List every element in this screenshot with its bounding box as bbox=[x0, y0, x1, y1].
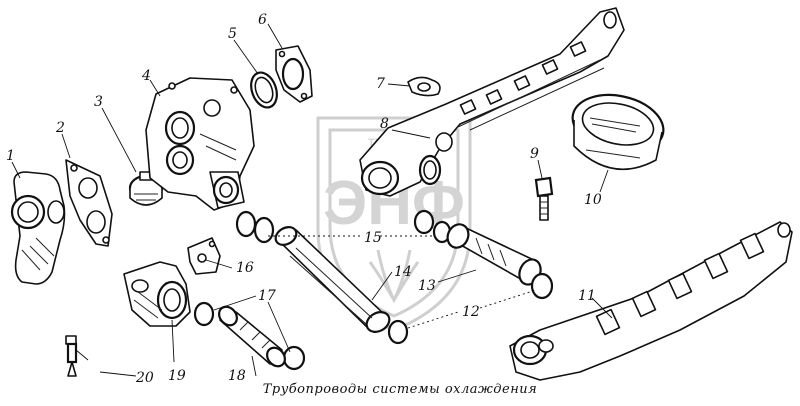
callout-6: 6 bbox=[258, 12, 267, 28]
callout-2: 2 bbox=[55, 120, 65, 136]
part-6-flange bbox=[275, 45, 313, 103]
callout-numbers: 1 2 3 4 5 6 7 8 9 10 11 12 13 14 15 16 1… bbox=[6, 12, 602, 386]
part-19-lower-elbow bbox=[123, 261, 191, 327]
part-5-ring bbox=[250, 71, 278, 109]
callout-16: 16 bbox=[236, 260, 254, 276]
part-7-small-gasket bbox=[407, 76, 441, 97]
part-10-filter-cap bbox=[571, 93, 665, 171]
callout-3: 3 bbox=[94, 94, 103, 110]
part-14-long-pipe bbox=[274, 226, 391, 333]
callout-5: 5 bbox=[228, 26, 237, 42]
callout-8: 8 bbox=[380, 116, 389, 132]
part-2-gasket bbox=[65, 159, 113, 247]
figure-caption: Трубопроводы системы охлаждения bbox=[262, 382, 538, 397]
part-20-sensor bbox=[65, 335, 89, 377]
callout-7: 7 bbox=[376, 76, 385, 92]
callout-11: 11 bbox=[578, 288, 596, 304]
part-18-hose bbox=[218, 305, 286, 368]
callout-14: 14 bbox=[394, 264, 412, 280]
part-11-lower-manifold bbox=[509, 221, 793, 381]
callout-4: 4 bbox=[141, 68, 151, 84]
callout-19: 19 bbox=[168, 368, 186, 384]
callout-20: 20 bbox=[135, 370, 154, 386]
part-12-rings bbox=[387, 272, 554, 345]
part-9-bolt bbox=[534, 176, 554, 221]
part-4-pump-housing bbox=[145, 77, 255, 211]
callout-12: 12 bbox=[462, 304, 480, 320]
callout-10: 10 bbox=[584, 192, 602, 208]
callout-1: 1 bbox=[6, 148, 15, 164]
callout-18: 18 bbox=[228, 368, 246, 384]
leader-lines bbox=[11, 23, 613, 377]
callout-9: 9 bbox=[530, 146, 539, 162]
part-1-outlet-elbow bbox=[10, 171, 66, 285]
part-16-bracket bbox=[187, 237, 221, 275]
callout-17: 17 bbox=[258, 288, 276, 304]
callout-15: 15 bbox=[364, 230, 382, 246]
part-8-upper-manifold bbox=[359, 7, 625, 197]
callout-13: 13 bbox=[418, 278, 436, 294]
